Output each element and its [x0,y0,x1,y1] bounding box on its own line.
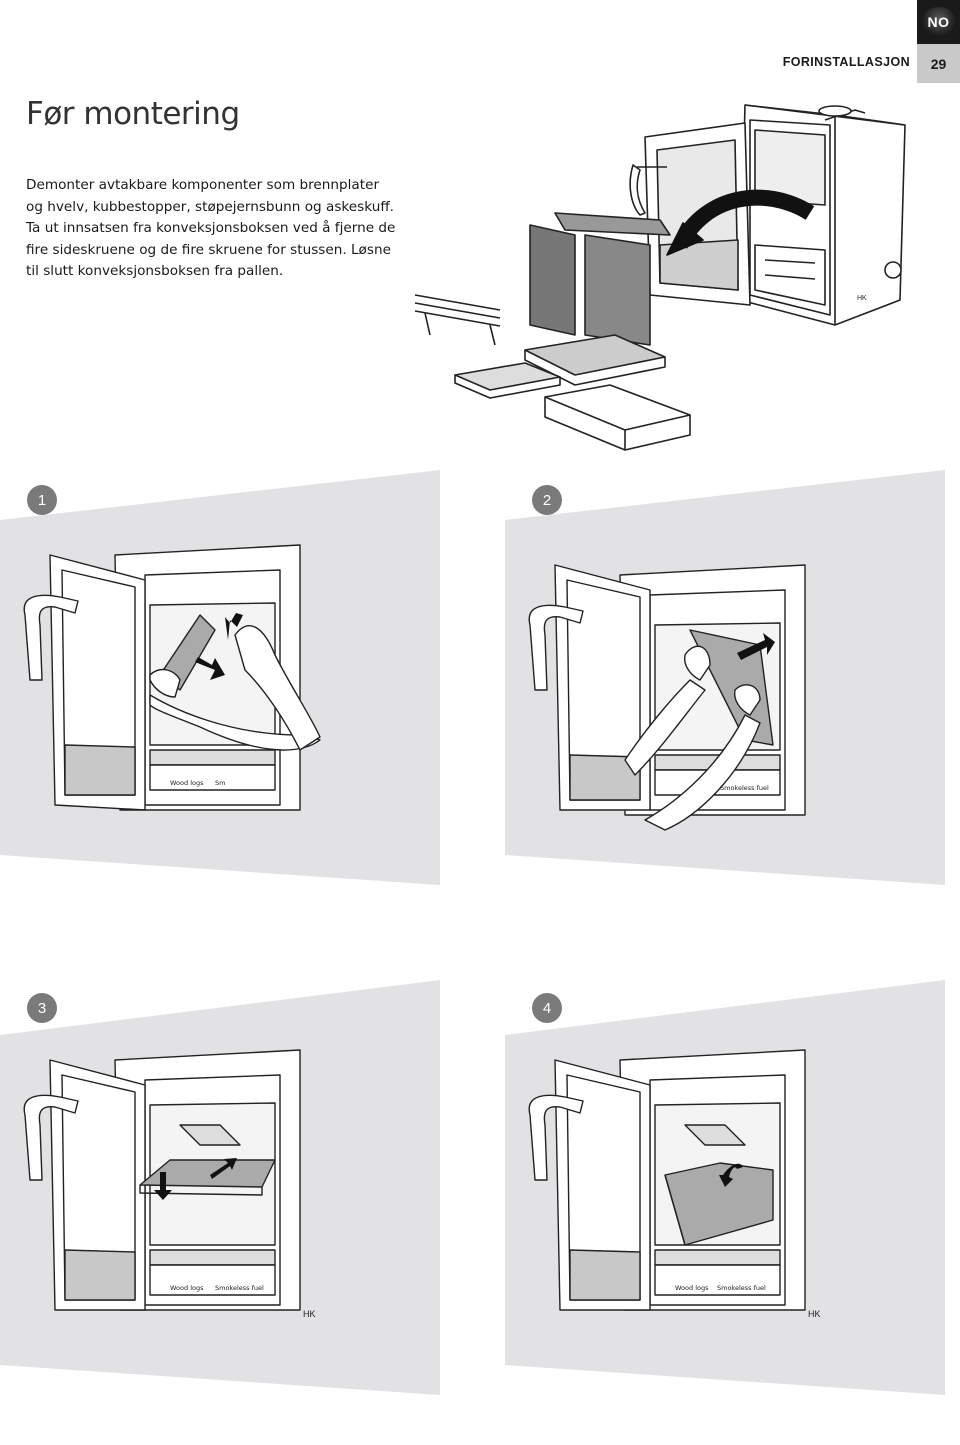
page-title: Før montering [26,96,240,132]
step-2-illustration: Smokeless fuel [505,470,945,885]
step-panel-3: Wood logs Smokeless fuel HK 3 [0,975,465,1445]
step-3-label-smokeless: Smokeless fuel [215,1284,264,1292]
step-4-label-smokeless: Smokeless fuel [717,1284,766,1292]
step-3-badge: 3 [27,993,57,1023]
step-4-brand: HK [808,1309,821,1319]
step-panel-1: Wood logs Sm 1 [0,465,465,935]
step-1-illustration: Wood logs Sm [0,470,440,885]
step-1-label-smokeless: Sm [215,779,225,787]
intro-paragraph: Demonter avtakbare komponenter som brenn… [26,177,396,279]
page-number: 29 [917,44,960,83]
exploded-overview-illustration: HK [405,95,925,455]
step-4-badge: 4 [532,993,562,1023]
step-panel-2: Smokeless fuel 2 [505,465,960,935]
overview-brand: HK [857,295,867,302]
exploded-overview-drawing: HK [414,104,906,451]
step-4-label-wood: Wood logs [675,1284,709,1292]
step-2-label-smokeless: Smokeless fuel [720,784,769,792]
section-title: FORINSTALLASJON [782,55,910,69]
step-1-label-wood: Wood logs [170,779,204,787]
language-code: NO [921,7,956,37]
step-3-brand: HK [303,1309,316,1319]
step-3-illustration: Wood logs Smokeless fuel HK [0,980,440,1395]
language-badge: NO [917,0,960,45]
step-3-label-wood: Wood logs [170,1284,204,1292]
step-1-badge: 1 [27,485,57,515]
step-4-illustration: Wood logs Smokeless fuel HK [505,980,945,1395]
step-panel-4: Wood logs Smokeless fuel HK 4 [505,975,960,1445]
step-2-badge: 2 [532,485,562,515]
